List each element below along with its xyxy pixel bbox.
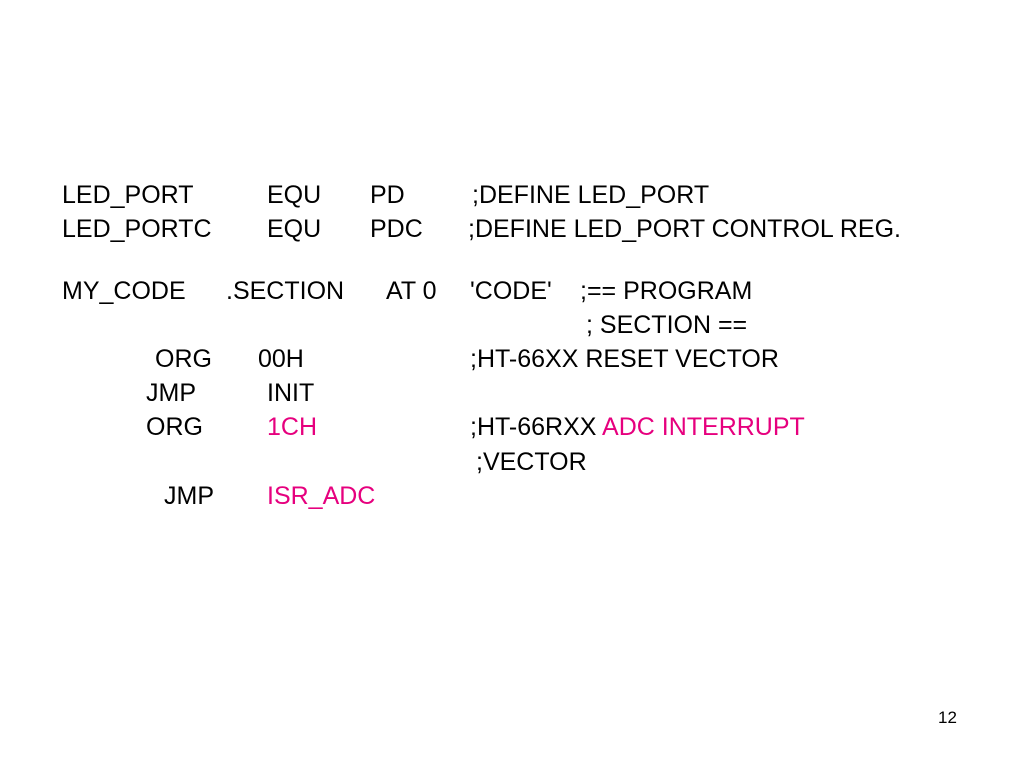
page-number: 12 — [938, 708, 957, 727]
line9-arg: ISR_ADC — [267, 482, 376, 510]
line2-comment: ;DEFINE LED_PORT CONTROL REG. — [468, 215, 901, 243]
line6-arg: INIT — [267, 379, 315, 407]
line3-value: AT 0 — [386, 277, 437, 305]
line2-label: LED_PORTC — [62, 215, 212, 243]
line7-comment-highlight: ADC INTERRUPT — [602, 413, 805, 441]
line7-comment: ;HT-66RXX ADC INTERRUPT — [470, 410, 805, 444]
line7-comment-prefix: ;HT-66RXX — [470, 413, 597, 441]
line7-op: ORG — [146, 413, 203, 441]
line7-arg: 1CH — [267, 413, 318, 441]
line3-directive: .SECTION — [226, 277, 345, 305]
line1-label: LED_PORT — [62, 181, 194, 209]
line3-section-name: 'CODE' — [470, 277, 552, 305]
line5-op: ORG — [155, 345, 212, 373]
line9-op: JMP — [164, 482, 214, 510]
line2-directive: EQU — [267, 215, 322, 243]
line8-comment: ;VECTOR — [476, 448, 587, 476]
line3-comment: ;== PROGRAM — [580, 277, 753, 305]
line5-comment: ;HT-66XX RESET VECTOR — [470, 345, 779, 373]
line6-op: JMP — [146, 379, 196, 407]
line2-value: PDC — [370, 215, 423, 243]
line4-comment: ; SECTION == — [586, 311, 748, 339]
line1-value: PD — [370, 181, 405, 209]
line5-arg: 00H — [258, 345, 304, 373]
line1-directive: EQU — [267, 181, 322, 209]
line3-label: MY_CODE — [62, 277, 186, 305]
line1-comment: ;DEFINE LED_PORT — [472, 181, 710, 209]
